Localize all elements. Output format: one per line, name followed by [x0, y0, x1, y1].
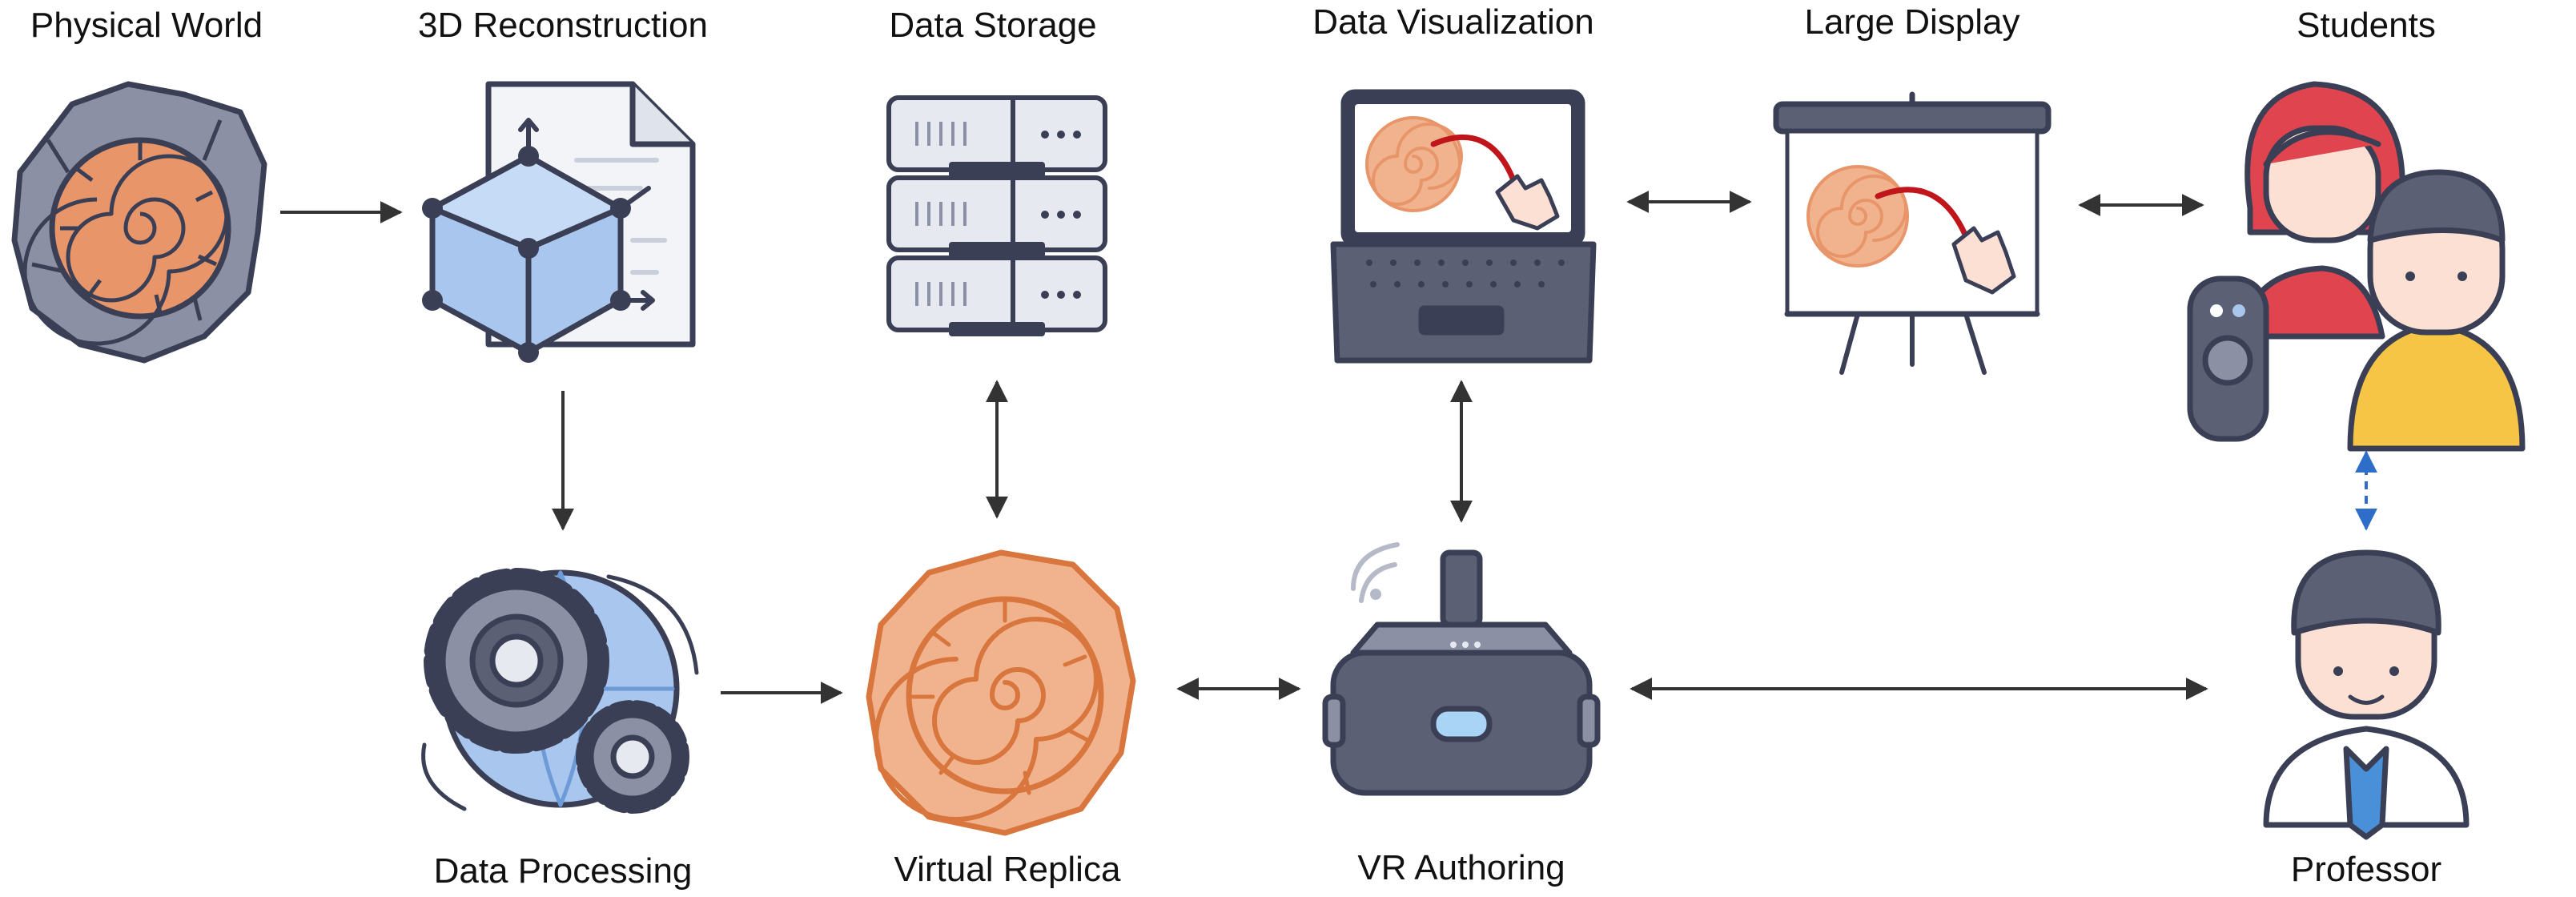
- fossil-replica-icon: [866, 549, 1136, 836]
- students-with-remote-icon: [2187, 81, 2526, 452]
- label-large-display: Large Display: [1804, 2, 2019, 42]
- server-rack-icon: [886, 95, 1107, 336]
- label-data-processing: Data Processing: [434, 851, 693, 891]
- label-physical-world: Physical World: [30, 6, 263, 45]
- ammonite-fossil-rock-icon: [11, 81, 267, 364]
- label-3d-reconstruction: 3D Reconstruction: [418, 6, 708, 45]
- label-data-visualization: Data Visualization: [1312, 2, 1593, 42]
- label-virtual-replica: Virtual Replica: [894, 850, 1121, 889]
- professor-icon: [2263, 549, 2470, 840]
- label-students: Students: [2297, 6, 2436, 45]
- label-professor: Professor: [2291, 850, 2441, 889]
- laptop-fossil-icon: [1330, 89, 1597, 364]
- 3d-cube-document-icon: [422, 81, 696, 363]
- label-data-storage: Data Storage: [889, 6, 1096, 45]
- projector-screen-icon: [1773, 91, 2052, 375]
- vr-headset-icon: [1322, 542, 1601, 796]
- label-vr-authoring: VR Authoring: [1357, 848, 1565, 887]
- gears-globe-icon: [421, 568, 699, 814]
